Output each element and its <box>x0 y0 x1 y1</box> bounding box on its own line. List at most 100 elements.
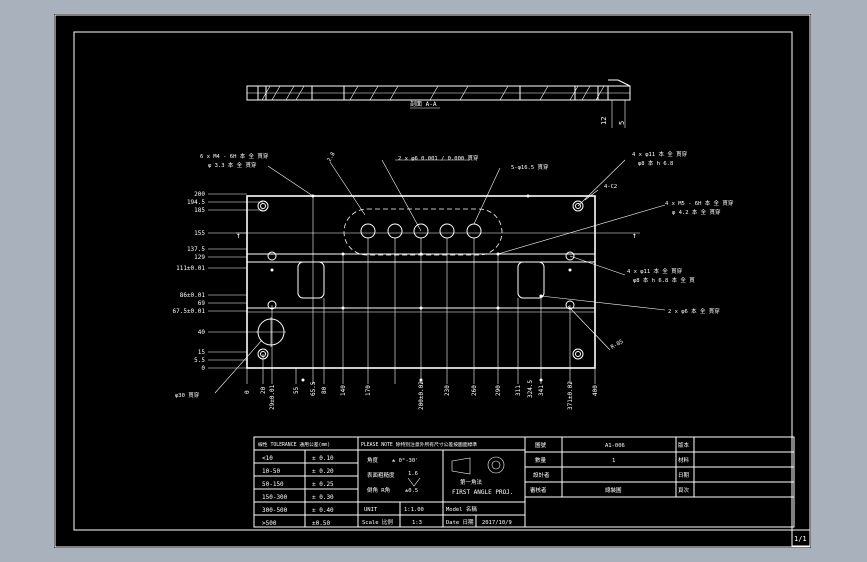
section-dim-5: 5 <box>618 121 626 125</box>
chamfer-label: 倒角 R角 <box>367 486 390 494</box>
hdim: 371±0.02 <box>567 381 574 410</box>
section-label: 剖面 A-A <box>410 100 437 108</box>
hdim: 290 <box>495 385 502 396</box>
tol-value: ± 0.30 <box>312 494 334 501</box>
svg-text:↑: ↑ <box>632 231 637 240</box>
tol-range: 50-150 <box>262 481 284 488</box>
callout-radius: R-05 <box>610 339 624 351</box>
svg-text:↑: ↑ <box>236 231 241 240</box>
unit-label: UNIT <box>364 507 378 513</box>
hdim: 140 <box>340 385 347 396</box>
scale-label: Scale 比例 <box>362 518 393 526</box>
hdim: 20 <box>260 386 267 394</box>
note-header: PLEASE NOTE 除特別注意外所有尺寸公差按圖面標準 <box>361 441 477 448</box>
angle-label: 角度 <box>367 456 379 464</box>
projection-label: 第一角法 <box>460 478 483 486</box>
vdim: 155 <box>194 230 205 237</box>
qty-value: 1 <box>612 458 615 464</box>
tol-range: >500 <box>262 520 277 527</box>
tol-range: <10 <box>262 455 273 462</box>
hdim: 200±0.02 <box>418 381 425 410</box>
date2-label: 日期 <box>678 472 690 479</box>
vdim: 185 <box>194 207 205 214</box>
date-value: 2017/10/9 <box>482 520 512 526</box>
vdim: 86±0.01 <box>180 292 206 299</box>
drawing-background <box>54 14 811 548</box>
hdim: 324.5 <box>527 380 534 398</box>
rough-value: 1.6 <box>408 471 418 477</box>
callout-slot: 2.8 <box>327 151 337 163</box>
hdim: 170 <box>365 385 372 396</box>
model-label: Model 名稱 <box>446 505 477 513</box>
projection-cone-icon <box>451 457 471 475</box>
page-label: 1/1 <box>794 535 807 543</box>
hdim: 55 <box>293 386 300 394</box>
vdim: 67.5±0.01 <box>172 308 205 315</box>
tol-value: ± 0.20 <box>312 468 334 475</box>
sheet-inner-border <box>73 31 793 531</box>
tol-value: ± 0.10 <box>312 455 334 462</box>
callout-phi11-b: 4 x φ11 本 全 貫穿 <box>627 267 683 275</box>
callout-m4-drill: φ 3.3 本 全 貫穿 <box>208 161 257 169</box>
hdim: 0 <box>244 390 251 394</box>
hdim: 260 <box>471 385 478 396</box>
vdim: 129 <box>194 254 205 261</box>
tol-range: 150-300 <box>262 494 288 501</box>
callout-phi6: 2 x φ6 本 全 貫穿 <box>668 307 720 315</box>
title-block: 線性 TOLERANCE 通用公差(mm) <10 ± 0.10 10-50 ±… <box>253 436 795 528</box>
vdim: 69 <box>198 300 206 307</box>
angle-value: ± 0°-30' <box>392 458 419 464</box>
hdim: 341 <box>538 385 545 396</box>
plan-view: ↑ ↑ 200 194.5 185 155 137.5 129 111±0.01… <box>172 150 733 410</box>
vdim: 194.5 <box>187 199 205 206</box>
tol-range: 10-50 <box>262 468 280 475</box>
vdim: 137.5 <box>187 246 205 253</box>
vdim: 200 <box>194 191 205 198</box>
callout-phi11: 4 x φ11 本 全 貫穿 <box>632 150 688 158</box>
scale-value: 1:3 <box>412 520 422 526</box>
qty-label: 數量 <box>535 456 547 464</box>
callout-m5: 4 x M5 - 6H 本 全 貫穿 <box>665 199 734 207</box>
callout-m4: 6 x M4 - 6H 本 全 貫穿 <box>200 152 269 160</box>
page-field-label: 頁次 <box>678 486 690 494</box>
slot-outline <box>343 208 503 256</box>
callout-phi8-b: φ8 本 h 6.8 本 全 貫 <box>633 276 695 284</box>
hdim: 400 <box>592 385 599 396</box>
callout-phi30: φ30 貫穿 <box>175 391 200 399</box>
section-dim-12: 12 <box>600 117 608 125</box>
projection-text: FIRST ANGLE PROJ. <box>452 489 513 496</box>
callout-phi8: φ8 本 h 6.8 <box>638 159 673 167</box>
section-view: 12 5 剖面 A-A <box>246 79 631 128</box>
material-label: 材料 <box>678 456 690 464</box>
unit-value: 1:1.00 <box>404 507 424 513</box>
hdim: 29±0.01 <box>269 384 276 410</box>
designer-label: 設計者 <box>533 471 550 479</box>
version-label: 版本 <box>678 441 690 449</box>
checker-label: 審核者 <box>530 486 547 494</box>
hdim: 65.5 <box>310 381 317 396</box>
hdim: 80 <box>321 386 328 394</box>
assembly-value: 總裝圖 <box>605 486 622 494</box>
projection-circle-icon <box>487 456 505 474</box>
tol-header: 線性 TOLERANCE 通用公差(mm) <box>258 441 330 448</box>
drawing-no-value: A1-006 <box>605 443 625 449</box>
hdim: 230 <box>444 385 451 396</box>
callout-5holes: 5-φ16.5 貫穿 <box>511 163 549 171</box>
vdim: 111±0.01 <box>176 265 205 272</box>
vdim: 5.5 <box>194 357 205 364</box>
callout-chamfer: 4-C2 <box>604 184 617 190</box>
tol-value: ± 0.40 <box>312 507 334 514</box>
tol-value: ± 0.25 <box>312 481 334 488</box>
roughness-icon <box>407 477 421 487</box>
rough-label: 表面粗糙度 <box>367 471 395 479</box>
vdim: 0 <box>201 365 205 372</box>
tol-value: ±0.50 <box>312 520 330 527</box>
callout-dowel: 2 x φ6 0.001 / 0.000 貫穿 <box>398 154 479 162</box>
vdim: 15 <box>198 349 206 356</box>
tol-range: 300-500 <box>262 507 288 514</box>
callout-m5-drill: φ 4.2 本 全 貫穿 <box>672 208 721 216</box>
date-label: Date 日期 <box>446 519 474 526</box>
sheet-outer-border <box>54 14 811 548</box>
hdim: 311 <box>515 385 522 396</box>
